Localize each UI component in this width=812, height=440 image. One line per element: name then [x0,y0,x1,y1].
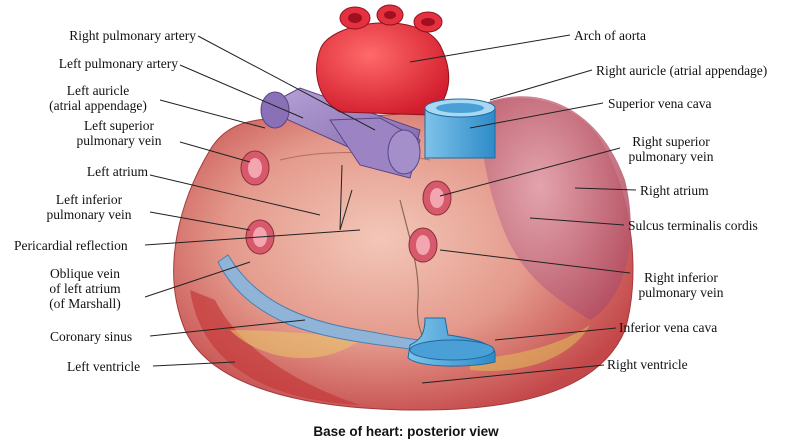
label-right-auricle: Right auricle (atrial appendage) [596,63,768,78]
label-left-atrium: Left atrium [86,164,148,179]
label-left-inferior-pulmonary-vein: Left inferior pulmonary vein [46,192,132,222]
label-superior-vena-cava: Superior vena cava [608,96,712,111]
label-right-inferior-pulmonary-vein: Right inferior pulmonary vein [638,270,724,300]
label-arch-of-aorta: Arch of aorta [574,28,646,43]
label-pericardial-reflection: Pericardial reflection [14,238,128,253]
label-left-auricle: Left auricle (atrial appendage) [49,83,147,113]
leader-lines [144,34,637,384]
label-sulcus-terminalis: Sulcus terminalis cordis [628,218,758,233]
label-left-ventricle: Left ventricle [67,359,141,374]
figure-caption: Base of heart: posterior view [313,424,499,439]
label-left-pulmonary-artery: Left pulmonary artery [58,56,178,71]
pulmonary-arteries [260,87,421,179]
heart-body [173,96,634,411]
aorta [316,4,450,116]
label-inferior-vena-cava: Inferior vena cava [619,320,718,335]
superior-vena-cava [424,98,496,159]
label-left-superior-pulmonary-vein: Left superior pulmonary vein [76,118,162,148]
label-right-superior-pulmonary-vein: Right superior pulmonary vein [628,134,714,164]
label-right-atrium: Right atrium [640,183,709,198]
label-right-pulmonary-artery: Right pulmonary artery [69,28,196,43]
label-coronary-sinus: Coronary sinus [50,329,133,344]
label-right-ventricle: Right ventricle [607,357,688,372]
label-oblique-vein: Oblique vein of left atrium (of Marshall… [49,266,121,311]
inferior-vena-cava [407,317,496,367]
